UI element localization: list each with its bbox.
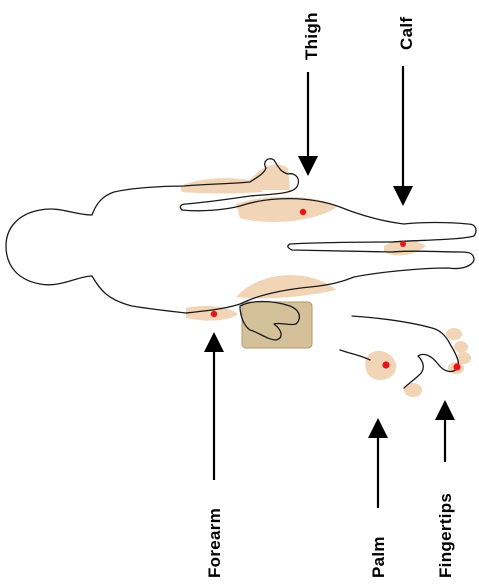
calf-point: [400, 241, 406, 247]
fingertips-label: Fingertips: [436, 493, 455, 578]
hand-pad: [242, 302, 312, 348]
thigh-point: [300, 209, 306, 215]
calf-label: Calf: [397, 17, 416, 50]
palm-region: [365, 351, 396, 380]
thigh-arrow-icon: [298, 72, 318, 176]
fingertip-point: [453, 363, 460, 370]
fingertips-arrow-icon: [435, 400, 455, 462]
finger2-tip-region: [454, 341, 468, 353]
thigh-region: [236, 197, 338, 222]
finger3-tip-region: [457, 352, 471, 364]
forearm-label: Forearm: [205, 508, 224, 578]
detached-hand: [340, 316, 459, 388]
forearm-arrow-icon: [204, 332, 224, 480]
forearm-point: [211, 311, 217, 317]
palm-point: [382, 361, 389, 368]
thigh-label: Thigh: [302, 12, 321, 60]
palm-label: Palm: [369, 536, 388, 578]
finger1-tip-region: [446, 328, 462, 340]
hip-region: [236, 275, 336, 298]
calf-arrow-icon: [393, 66, 413, 206]
palm-arrow-icon: [368, 418, 388, 508]
